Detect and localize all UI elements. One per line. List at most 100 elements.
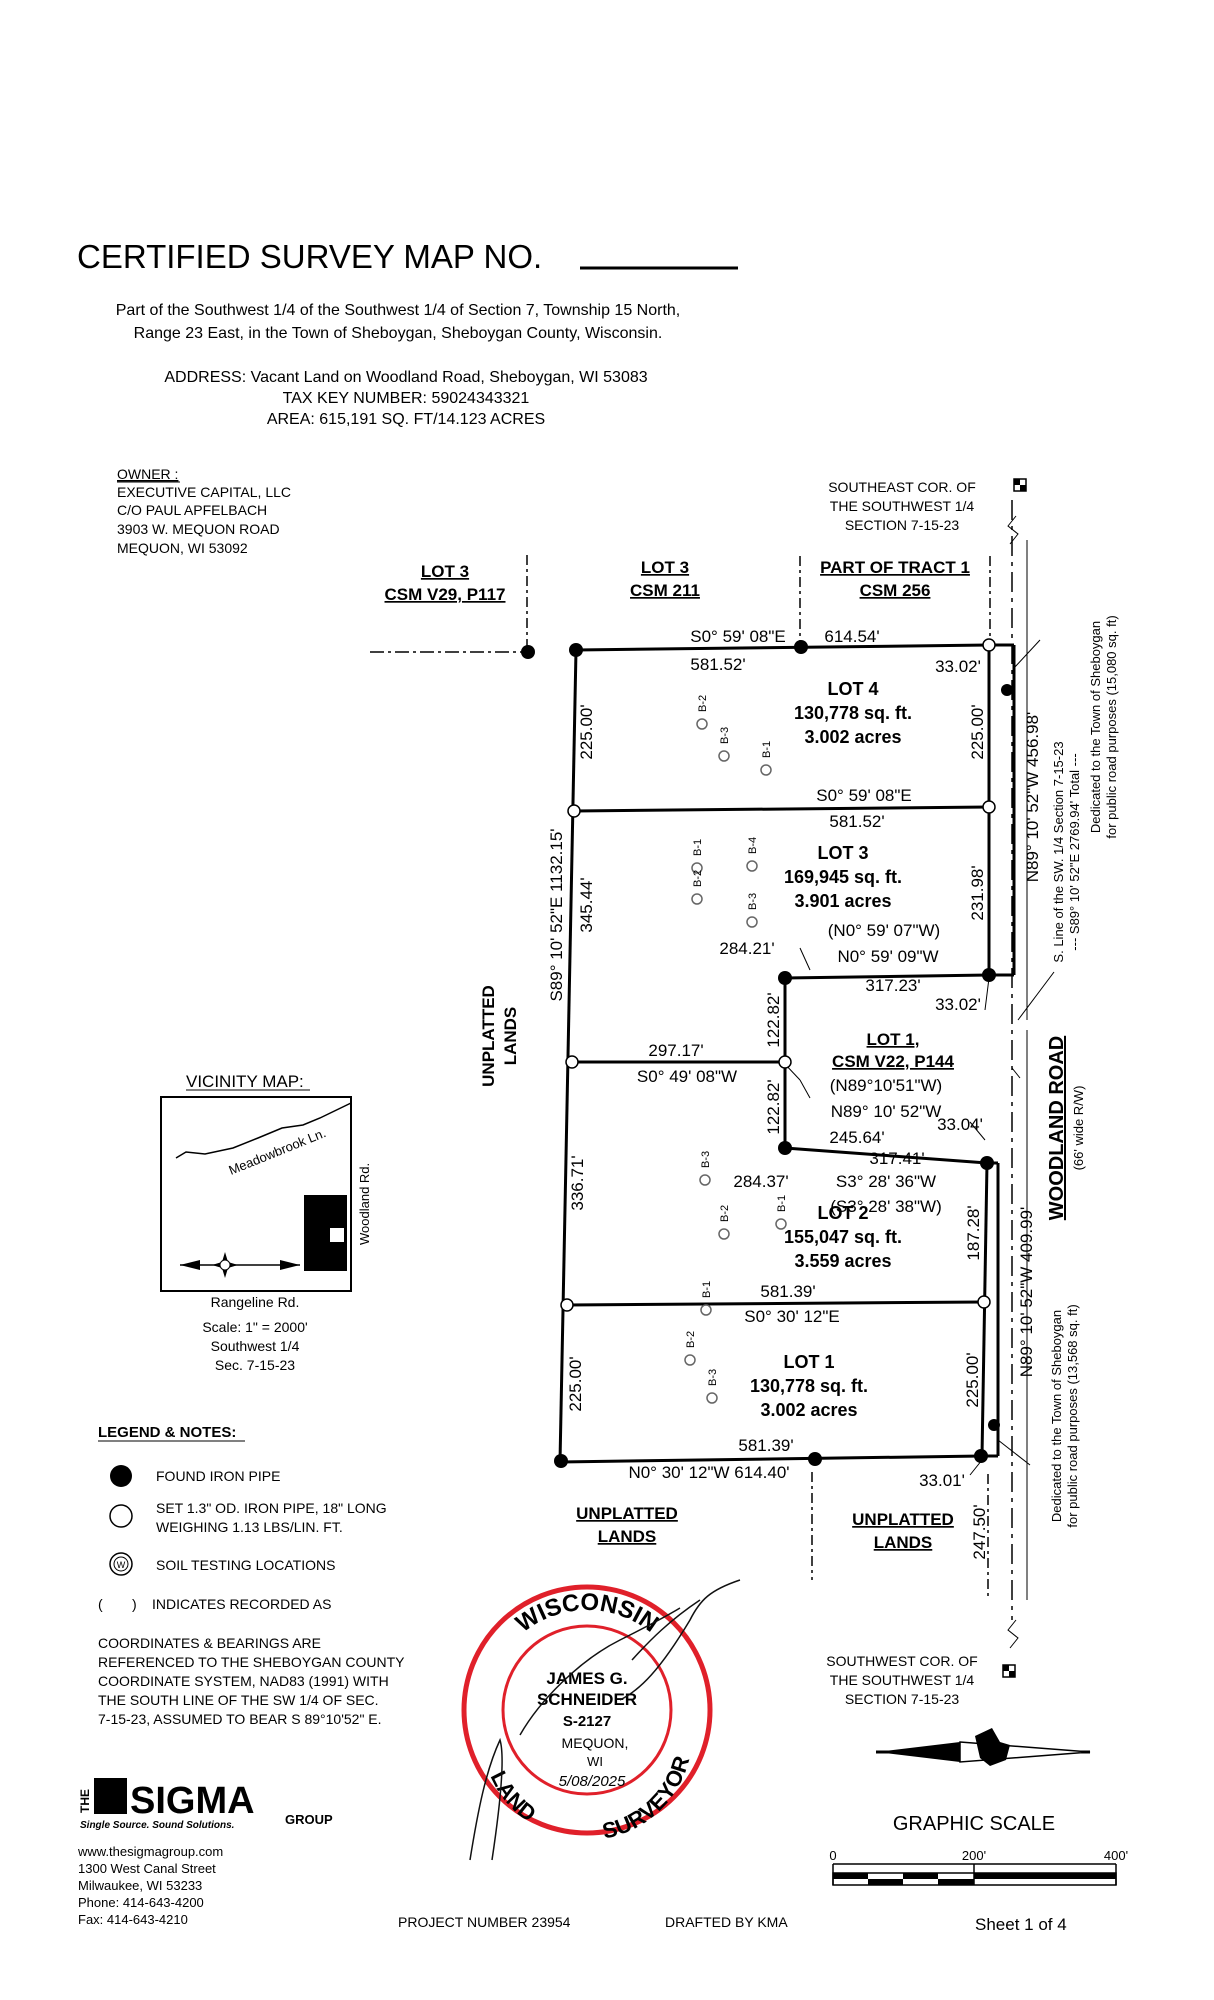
dim-b1-len: 284.21' (719, 939, 774, 958)
dim-lot34-bearing: S0° 59' 08"E (816, 786, 911, 805)
dim-lot3-west: 345.44' (577, 877, 596, 932)
dedication-lower-2: for public road purposes (13,568 sq. ft) (1065, 1304, 1080, 1527)
vicinity-sec: Sec. 7-15-23 (215, 1357, 295, 1373)
dim-east-row-lower: N89° 10' 52"W 409.99' (1017, 1207, 1036, 1378)
footer-sheet: Sheet 1 of 4 (975, 1915, 1067, 1934)
adj-unplatted-south1-line2: LANDS (598, 1527, 657, 1546)
found-iron-pipe-icon (521, 645, 535, 659)
dim-rec2: (N89°10'51"W) (830, 1076, 942, 1095)
dedication-lower-1: Dedicated to the Town of Sheboygan (1049, 1310, 1064, 1522)
seal-surveyor-text: SURVEYOR (600, 1753, 695, 1844)
sw-corner-label-1: SOUTHWEST COR. OF (826, 1653, 977, 1669)
found-iron-pipe-icon (974, 1449, 988, 1463)
set-iron-pipe-icon (982, 800, 996, 814)
set-iron-pipe-icon (567, 804, 581, 818)
soil-test-marker-icon: B-1 (700, 1281, 713, 1316)
legend-found-pipe-icon (110, 1465, 132, 1487)
set-iron-pipe-icon (778, 1055, 792, 1069)
dim-sw-tie: 247.50' (970, 1504, 989, 1559)
legend-set-pipe-icon (109, 1504, 133, 1528)
dim-b2: N89° 10' 52"W (831, 1102, 942, 1121)
area-line: AREA: 615,191 SQ. FT/14.123 ACRES (267, 411, 545, 428)
lot4-name: LOT 4 (827, 679, 878, 699)
set-iron-pipes (560, 638, 996, 1312)
lot2-name: LOT 2 (817, 1203, 868, 1223)
svg-text:B-3: B-3 (747, 893, 759, 910)
soil-test-marker-icon: B-4 (746, 837, 759, 872)
dim-mid-bearing: S0° 49' 08"W (637, 1067, 737, 1086)
dim-south-bearing: N0° 30' 12"W 614.40' (628, 1463, 789, 1482)
soil-test-marker-icon: B-1 (775, 1195, 788, 1230)
found-iron-pipe-icon (554, 1454, 568, 1468)
legend-soil-test-icon: W (109, 1552, 133, 1576)
svg-text:B-1: B-1 (761, 741, 773, 758)
owner-line-2: C/O PAUL APFELBACH (117, 502, 267, 518)
svg-text:): ) (132, 1596, 137, 1612)
graphic-scale-title: GRAPHIC SCALE (893, 1813, 1055, 1835)
parcel-boundaries (370, 500, 1055, 1649)
soil-test-marker-icon: B-2 (718, 1205, 731, 1240)
seal-number: S-2127 (563, 1713, 611, 1730)
legend-set-1: SET 1.3" OD. IRON PIPE, 18" LONG (156, 1500, 387, 1516)
svg-text:B-3: B-3 (700, 1151, 712, 1168)
dim-b3-bearing: S3° 28' 36"W (836, 1172, 936, 1191)
adj-lot3-211-line1: LOT 3 (641, 558, 689, 577)
legend-found: FOUND IRON PIPE (156, 1468, 280, 1484)
soil-test-locations: B-2 B-3 B-1 B-1 B-2 B-4 B-3 B-3 B-2 B-1 … (684, 695, 788, 1404)
dim-lot4-west: 225.00' (577, 704, 596, 759)
soil-test-marker-icon: B-2 (696, 695, 709, 730)
lot3-sqft: 169,945 sq. ft. (784, 867, 902, 887)
dim-south-lot1: 581.39' (738, 1436, 793, 1455)
section-line-labels: S. Line of the SW. 1/4 Section 7-15-23 -… (1049, 615, 1119, 1527)
sw-corner-label-3: SECTION 7-15-23 (845, 1691, 960, 1707)
se-corner-label-2: THE SOUTHWEST 1/4 (830, 498, 975, 514)
set-iron-pipe-icon (977, 1295, 991, 1309)
dim-north-lot4: 581.52' (690, 655, 745, 674)
description-line-1: Part of the Southwest 1/4 of the Southwe… (116, 302, 681, 319)
dim-b2-len: 245.64' (829, 1128, 884, 1147)
found-iron-pipe-icon (794, 640, 808, 654)
north-arrow-icon: N (876, 1728, 1091, 1766)
svg-text:W: W (117, 1560, 126, 1570)
legend-paren-icon: ( (98, 1596, 103, 1612)
lot1-sqft: 130,778 sq. ft. (750, 1376, 868, 1396)
found-iron-pipe-icon (982, 968, 996, 982)
found-iron-pipe-icon (808, 1452, 822, 1466)
graphic-scale: GRAPHIC SCALE 0 200' 400' (829, 1813, 1128, 1886)
dim-east-row-upper: N89° 10' 52"W 456.98' (1023, 712, 1042, 883)
lot3-name: LOT 3 (817, 843, 868, 863)
dim-lot1csm-w2: 122.82' (764, 1079, 783, 1134)
sigma-line-1: www.thesigmagroup.com (77, 1844, 223, 1859)
soil-test-marker-icon: B-3 (718, 727, 731, 762)
sigma-line-3: Milwaukee, WI 53233 (78, 1878, 202, 1893)
seal-date: 5/08/2025 (559, 1773, 626, 1790)
sigma-the: THE (78, 1789, 92, 1813)
owner-line-1: EXECUTIVE CAPITAL, LLC (117, 484, 291, 500)
set-iron-pipe-icon (982, 638, 996, 652)
dim-lot12-len: 581.39' (760, 1282, 815, 1301)
lot-labels: LOT 4 130,778 sq. ft. 3.002 acres LOT 3 … (750, 679, 912, 1420)
address-line: ADDRESS: Vacant Land on Woodland Road, S… (164, 369, 647, 386)
legend-soil: SOIL TESTING LOCATIONS (156, 1557, 335, 1573)
legend: LEGEND & NOTES: FOUND IRON PIPE SET 1.3"… (98, 1424, 405, 1727)
found-iron-pipe-icon (988, 1419, 1000, 1431)
sigma-tagline: Single Source. Sound Solutions. (80, 1820, 234, 1831)
dim-mid-len: 297.17' (648, 1041, 703, 1060)
dim-rec1: (N0° 59' 07"W) (828, 921, 940, 940)
compass-icon (180, 1252, 300, 1278)
legend-note-3: COORDINATE SYSTEM, NAD83 (1991) WITH (98, 1673, 389, 1689)
dim-b1-row: 317.23' (865, 976, 920, 995)
svg-text:B-2: B-2 (697, 695, 709, 712)
footer-project: PROJECT NUMBER 23954 (398, 1914, 571, 1930)
found-iron-pipe-icon (778, 1141, 792, 1155)
adj-tract1-line1: PART OF TRACT 1 (820, 558, 970, 577)
dim-ne-row: 33.02' (935, 657, 981, 676)
owner-line-3: 3903 W. MEQUON ROAD (117, 521, 280, 537)
sw-corner-marker-icon (1002, 1664, 1016, 1678)
adj-unplatted-west-line1: UNPLATTED (479, 985, 498, 1087)
dedication-upper-1: Dedicated to the Town of Sheboygan (1088, 621, 1103, 833)
adj-tract1-line2: CSM 256 (860, 581, 931, 600)
found-iron-pipe-icon (778, 971, 792, 985)
adj-lot3-211-line2: CSM 211 (630, 581, 700, 600)
